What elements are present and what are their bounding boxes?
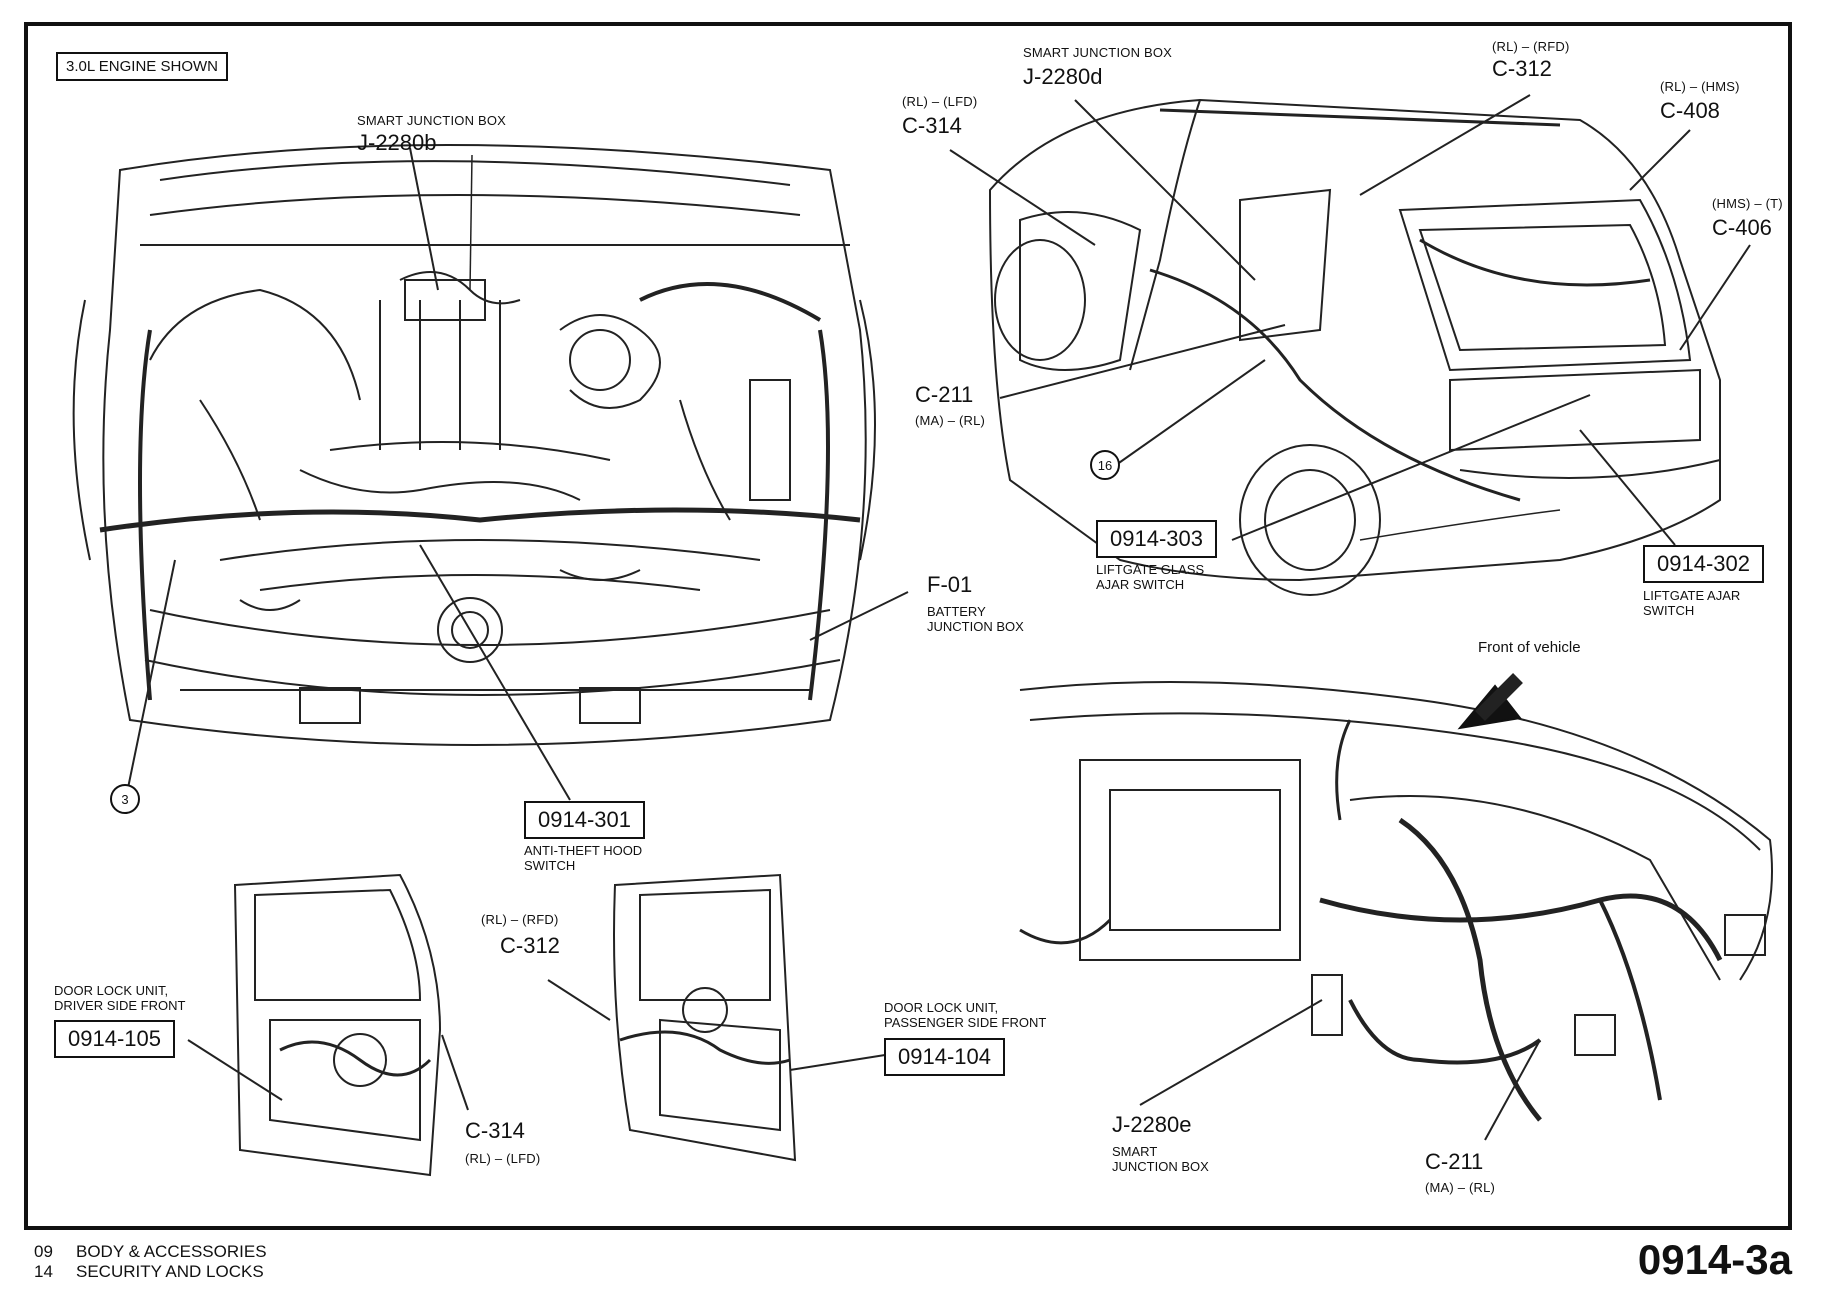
battery-box-caption: BATTERY JUNCTION BOX [927, 604, 1024, 634]
passenger-door-caption: DOOR LOCK UNIT, PASSENGER SIDE FRONT [884, 1000, 1047, 1030]
rear-sjb-caption: SMART JUNCTION BOX [1023, 45, 1173, 60]
driver-c314-code: (RL) – (LFD) [465, 1151, 541, 1166]
engine-sjb-caption: SMART JUNCTION BOX [357, 113, 507, 128]
liftgate-switch-caption: LIFTGATE AJAR SWITCH [1643, 588, 1741, 618]
rear-c406-code: (HMS) – (T) [1712, 196, 1783, 211]
rear-sjb-id: J-2280d [1023, 64, 1103, 89]
engine-bay-drawing [72, 144, 909, 801]
hood-switch-caption: ANTI-THEFT HOOD SWITCH [524, 843, 643, 873]
driver-door-unit-id: 0914-105 [54, 1020, 175, 1058]
engine-sjb-id: J-2280b [357, 130, 437, 155]
engine-note: 3.0L ENGINE SHOWN [56, 52, 228, 81]
hood-switch-id: 0914-301 [524, 801, 645, 839]
dash-c211-code: (MA) – (RL) [1425, 1180, 1496, 1195]
callout-16: 16 [1090, 450, 1120, 480]
rear-c314-id: C-314 [902, 113, 962, 138]
rear-c312-code: (RL) – (RFD) [1492, 39, 1570, 54]
glass-switch-id: 0914-303 [1096, 520, 1217, 558]
rear-c211-id: C-211 [915, 382, 974, 407]
rear-c408-code: (RL) – (HMS) [1660, 79, 1740, 94]
rear-c312-id: C-312 [1492, 56, 1552, 81]
dash-sjb-id: J-2280e [1112, 1112, 1192, 1137]
driver-door-drawing [187, 873, 469, 1177]
dash-c211-id: C-211 [1425, 1149, 1484, 1174]
page-id: 0914-3a [1637, 1236, 1792, 1283]
rear-c406-id: C-406 [1712, 215, 1772, 240]
rear-c211-code: (MA) – (RL) [915, 413, 986, 428]
callout-3: 3 [110, 784, 140, 814]
glass-switch-caption: LIFTGATE GLASS AJAR SWITCH [1096, 562, 1205, 592]
passenger-c312-code: (RL) – (RFD) [481, 912, 559, 927]
dash-sjb-caption: SMART JUNCTION BOX [1112, 1144, 1209, 1174]
driver-door-caption: DOOR LOCK UNIT, DRIVER SIDE FRONT [54, 983, 186, 1013]
front-of-vehicle-note: Front of vehicle [1478, 639, 1581, 656]
battery-box-id: F-01 [927, 572, 973, 597]
dashboard-harness-drawing [1019, 673, 1773, 1141]
rear-c314-code: (RL) – (LFD) [902, 94, 978, 109]
rear-c408-id: C-408 [1660, 98, 1720, 123]
passenger-door-unit-id: 0914-104 [884, 1038, 1005, 1076]
passenger-c312-id: C-312 [500, 933, 560, 958]
rear-suv-drawing [949, 94, 1751, 596]
passenger-door-drawing [547, 873, 886, 1162]
liftgate-switch-id: 0914-302 [1643, 545, 1764, 583]
driver-c314-id: C-314 [465, 1118, 525, 1143]
diagram-frame [24, 22, 1792, 1230]
